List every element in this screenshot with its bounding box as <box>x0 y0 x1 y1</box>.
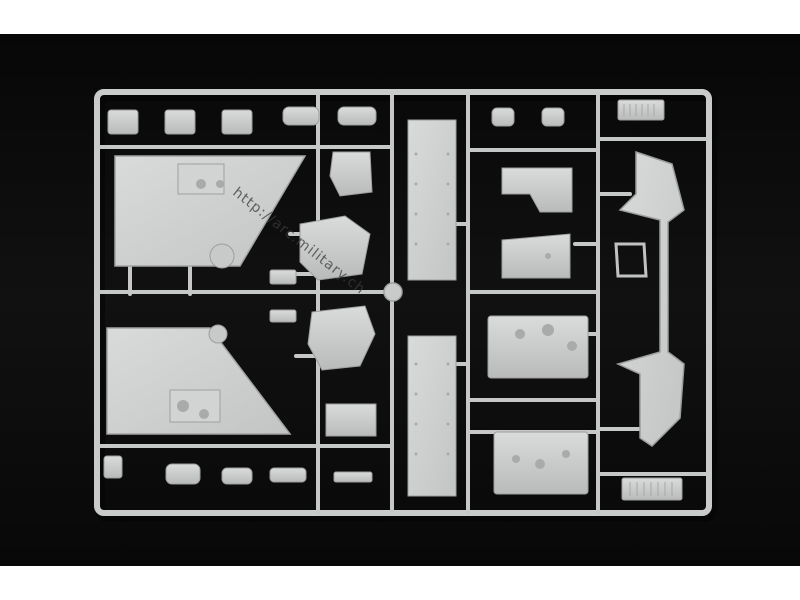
long-strip-upper <box>407 119 457 281</box>
sprue-gate <box>383 282 403 302</box>
fuel-tank-part <box>491 107 515 127</box>
engine-block-upper <box>299 215 371 281</box>
track-guard-part <box>615 150 685 447</box>
small-parts-top-row <box>107 106 377 135</box>
long-strip-lower <box>407 335 457 497</box>
bracket-part-upper <box>501 167 573 213</box>
sprue <box>94 89 717 522</box>
small-plate-part <box>325 403 377 437</box>
engine-cover-part <box>329 151 373 197</box>
gearbox-part <box>487 315 589 379</box>
vent-grille-part-lower <box>621 477 683 501</box>
engine-block-lower <box>307 305 376 371</box>
small-frame-part <box>614 242 648 278</box>
hull-plate-lower <box>106 327 292 435</box>
photo-frame: http://arc.military.ch <box>0 34 800 566</box>
small-parts-bottom-row <box>103 455 373 485</box>
vent-grille-part <box>617 99 665 121</box>
hull-plate-upper <box>114 155 307 267</box>
bracket-part-lower <box>501 233 571 279</box>
sprue-frame <box>94 89 712 516</box>
